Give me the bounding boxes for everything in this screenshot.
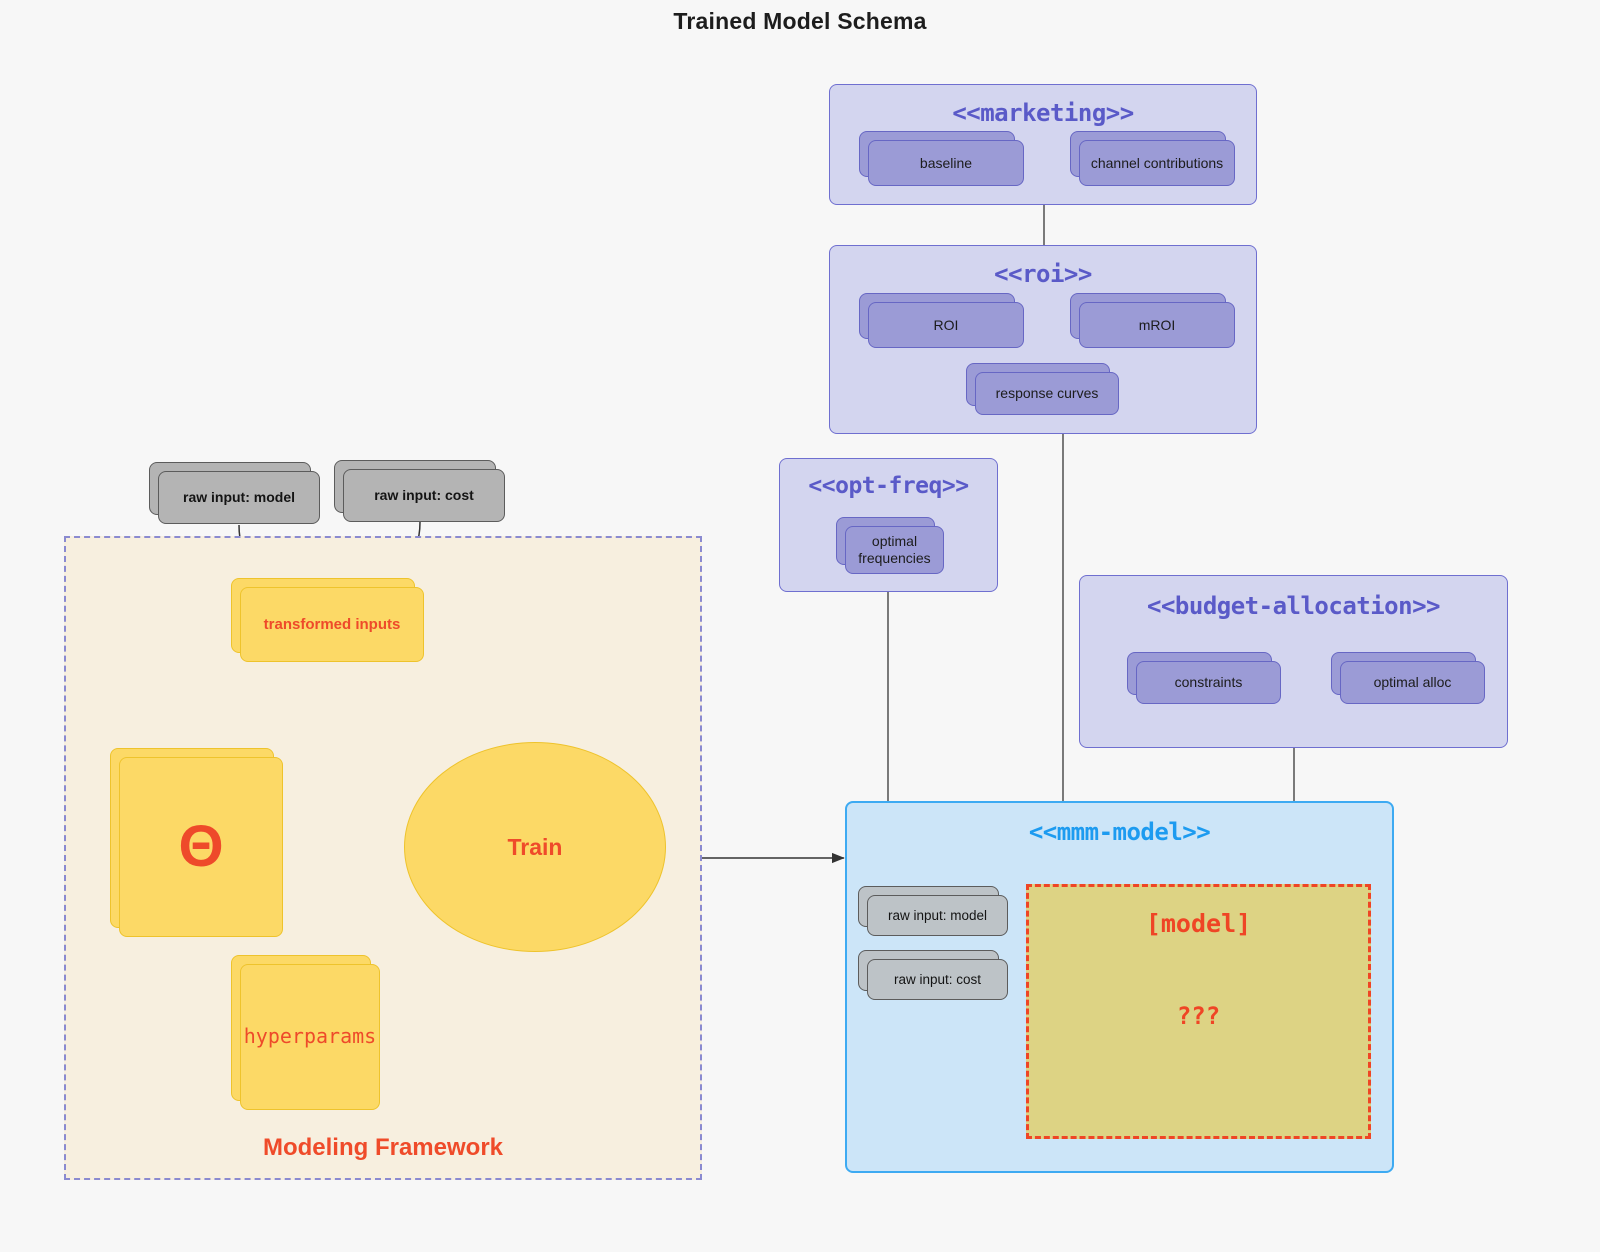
node-card-front: constraints	[1136, 661, 1281, 704]
node-card-front: transformed inputs	[240, 587, 424, 662]
node-theta[interactable]: Θ	[110, 748, 283, 937]
node-card-front: raw input: model	[867, 895, 1008, 936]
node-card-front: raw input: model	[158, 471, 320, 524]
package-budget-allocation-title: <<budget-allocation>>	[1147, 592, 1440, 620]
node-card-front: mROI	[1079, 302, 1235, 348]
train-ellipse[interactable]: Train	[404, 742, 666, 952]
node-card-front: response curves	[975, 372, 1119, 415]
node-label-line2: frequencies	[858, 550, 931, 566]
node-label: transformed inputs	[263, 615, 401, 633]
model-placeholder[interactable]: [model] ???	[1026, 884, 1371, 1139]
node-hyperparams[interactable]: hyperparams	[231, 955, 380, 1110]
package-roi-title: <<roi>>	[994, 260, 1092, 288]
node-card-front: raw input: cost	[867, 959, 1008, 1000]
node-transformed-inputs[interactable]: transformed inputs	[231, 578, 424, 662]
node-response-curves[interactable]: response curves	[966, 363, 1119, 415]
node-card-front: hyperparams	[240, 964, 380, 1110]
node-mmm-raw-input-cost[interactable]: raw input: cost	[858, 950, 1008, 1000]
node-card-front: optimal alloc	[1340, 661, 1485, 704]
package-opt-freq-title: <<opt-freq>>	[808, 473, 969, 499]
page-title: Trained Model Schema	[673, 8, 927, 34]
train-label: Train	[507, 833, 563, 860]
node-optimal-alloc[interactable]: optimal alloc	[1331, 652, 1485, 704]
model-placeholder-title: [model]	[1145, 909, 1252, 938]
model-placeholder-body: ???	[1176, 1002, 1221, 1030]
modeling-framework-label: Modeling Framework	[262, 1134, 504, 1161]
node-card-front: channel contributions	[1079, 140, 1235, 186]
package-marketing-title: <<marketing>>	[952, 99, 1134, 127]
node-mroi[interactable]: mROI	[1070, 293, 1235, 348]
node-card-front: Θ	[119, 757, 283, 937]
node-card-front: ROI	[868, 302, 1024, 348]
node-card-front: raw input: cost	[343, 469, 505, 522]
node-label: hyperparams	[243, 1024, 377, 1049]
node-channel-contributions[interactable]: channel contributions	[1070, 131, 1235, 186]
package-mmm-model-title: <<mmm-model>>	[1028, 818, 1211, 846]
node-constraints[interactable]: constraints	[1127, 652, 1281, 704]
node-label-line1: optimal	[871, 533, 918, 550]
node-raw-input-cost[interactable]: raw input: cost	[334, 460, 505, 522]
node-optimal-frequencies[interactable]: optimal frequencies	[836, 517, 944, 574]
node-roi[interactable]: ROI	[859, 293, 1024, 348]
theta-symbol: Θ	[178, 814, 224, 879]
node-raw-input-model[interactable]: raw input: model	[149, 462, 320, 524]
node-mmm-raw-input-model[interactable]: raw input: model	[858, 886, 1008, 936]
node-card-front: baseline	[868, 140, 1024, 186]
node-baseline[interactable]: baseline	[859, 131, 1024, 186]
node-card-front: optimal frequencies	[845, 526, 944, 574]
